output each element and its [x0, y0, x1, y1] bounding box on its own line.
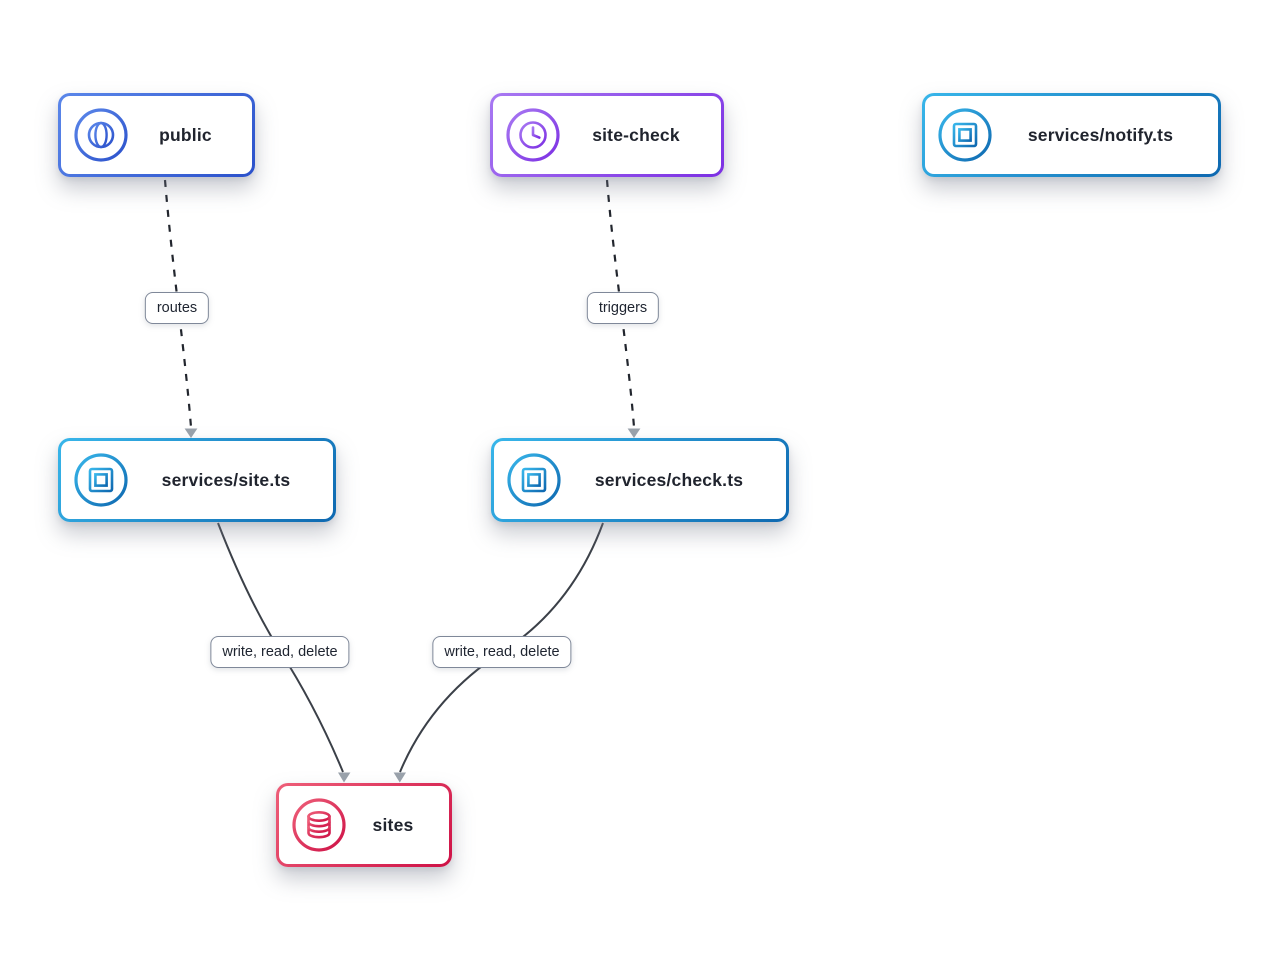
arrowhead-icon: [338, 772, 351, 783]
globe-icon: [73, 107, 129, 163]
node-label: services/site.ts: [161, 469, 291, 490]
arrowhead-icon: [393, 772, 406, 783]
node-public[interactable]: public: [58, 93, 255, 177]
chip-icon: [506, 452, 562, 508]
node-label: sites: [372, 814, 414, 835]
node-label: site-check: [592, 124, 680, 145]
node-site-check[interactable]: site-check: [490, 93, 724, 177]
node-label: services/notify.ts: [1027, 124, 1174, 145]
node-label: public: [159, 124, 212, 145]
edge-public-to-site: [163, 179, 193, 428]
edge-label-write-read-delete-right: write, read, delete: [432, 636, 572, 668]
database-icon: [291, 797, 347, 853]
chip-icon: [73, 452, 129, 508]
clock-icon: [505, 107, 561, 163]
arrowhead-icon: [627, 428, 641, 438]
edge-sitecheck-to-check: [605, 179, 636, 428]
node-services-site[interactable]: services/site.ts: [58, 438, 336, 522]
node-services-notify[interactable]: services/notify.ts: [922, 93, 1221, 177]
chip-icon: [937, 107, 993, 163]
node-label: services/check.ts: [594, 469, 744, 490]
node-services-check[interactable]: services/check.ts: [491, 438, 789, 522]
arrowhead-icon: [184, 428, 198, 438]
edge-label-write-read-delete-left: write, read, delete: [210, 636, 350, 668]
edge-label-triggers: triggers: [586, 292, 660, 324]
edge-label-routes: routes: [144, 292, 210, 324]
node-sites[interactable]: sites: [276, 783, 452, 867]
